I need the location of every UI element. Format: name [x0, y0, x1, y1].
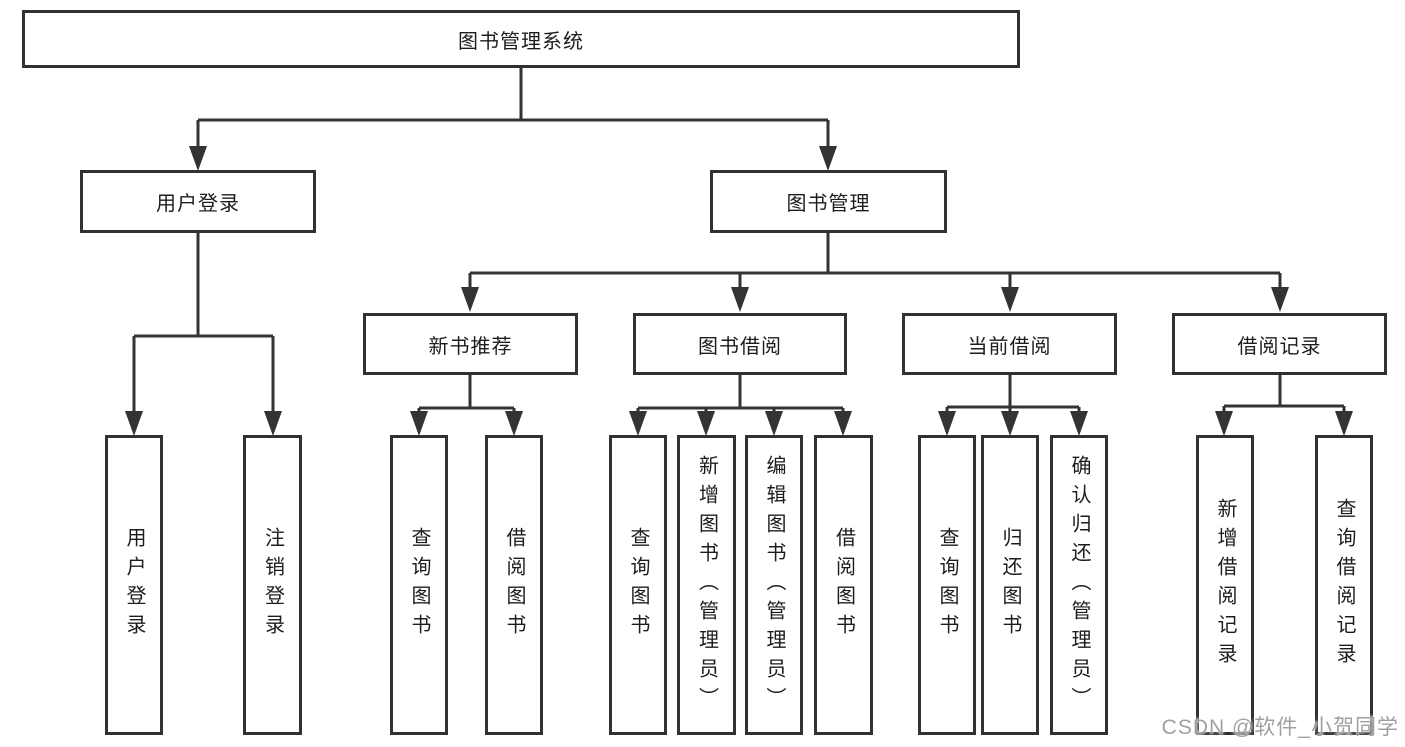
leaf-user-login: 用户登录: [105, 435, 163, 735]
leaf-query-books-borrowing-label: 查询图书: [627, 527, 649, 643]
node-current-borrowing: 当前借阅: [902, 313, 1117, 375]
leaf-borrow-books-borrowing-label: 借阅图书: [832, 527, 855, 643]
node-new-book-recommend-label: 新书推荐: [428, 335, 513, 358]
leaf-query-books-recommend: 查询图书: [390, 435, 448, 735]
leaf-query-books-recommend-label: 查询图书: [408, 527, 430, 643]
leaf-edit-books-admin-label: 编辑图书（管理员）: [763, 454, 785, 716]
leaf-user-login-label: 用户登录: [123, 527, 145, 643]
node-book-management: 图书管理: [710, 170, 947, 233]
node-book-borrowing: 图书借阅: [633, 313, 847, 375]
node-new-book-recommend: 新书推荐: [363, 313, 578, 375]
leaf-add-books-admin: 新增图书（管理员）: [677, 435, 736, 735]
leaf-query-borrow-record: 查询借阅记录: [1315, 435, 1373, 735]
leaf-borrow-books-recommend-label: 借阅图书: [503, 527, 525, 643]
leaf-query-books-current: 查询图书: [918, 435, 976, 735]
node-book-management-label: 图书管理: [786, 193, 871, 215]
leaf-add-books-admin-label: 新增图书（管理员）: [695, 454, 718, 716]
node-current-borrowing-label: 当前借阅: [967, 335, 1052, 358]
node-user-login: 用户登录: [80, 170, 316, 233]
leaf-logout-login-label: 注销登录: [261, 527, 284, 643]
node-library-system-label: 图书管理系统: [458, 30, 584, 53]
leaf-add-borrow-record-label: 新增借阅记录: [1214, 498, 1236, 672]
node-borrowing-records: 借阅记录: [1172, 313, 1387, 375]
leaf-logout-login: 注销登录: [243, 435, 302, 735]
csdn-watermark: CSDN @软件_小贺同学: [1161, 716, 1399, 739]
node-book-borrowing-label: 图书借阅: [698, 335, 782, 358]
leaf-query-borrow-record-label: 查询借阅记录: [1333, 498, 1355, 672]
node-user-login-label: 用户登录: [156, 193, 240, 215]
leaf-confirm-return-admin: 确认归还（管理员）: [1050, 435, 1108, 735]
leaf-return-books-label: 归还图书: [999, 527, 1021, 643]
leaf-query-books-borrowing: 查询图书: [609, 435, 667, 735]
leaf-borrow-books-recommend: 借阅图书: [485, 435, 543, 735]
leaf-return-books: 归还图书: [981, 435, 1039, 735]
leaf-borrow-books-borrowing: 借阅图书: [814, 435, 873, 735]
leaf-query-books-current-label: 查询图书: [936, 527, 958, 643]
leaf-confirm-return-admin-label: 确认归还（管理员）: [1068, 454, 1090, 716]
node-library-system: 图书管理系统: [22, 10, 1020, 68]
leaf-edit-books-admin: 编辑图书（管理员）: [745, 435, 803, 735]
arrowheads: [125, 146, 1353, 436]
leaf-add-borrow-record: 新增借阅记录: [1196, 435, 1254, 735]
node-borrowing-records-label: 借阅记录: [1237, 335, 1322, 358]
